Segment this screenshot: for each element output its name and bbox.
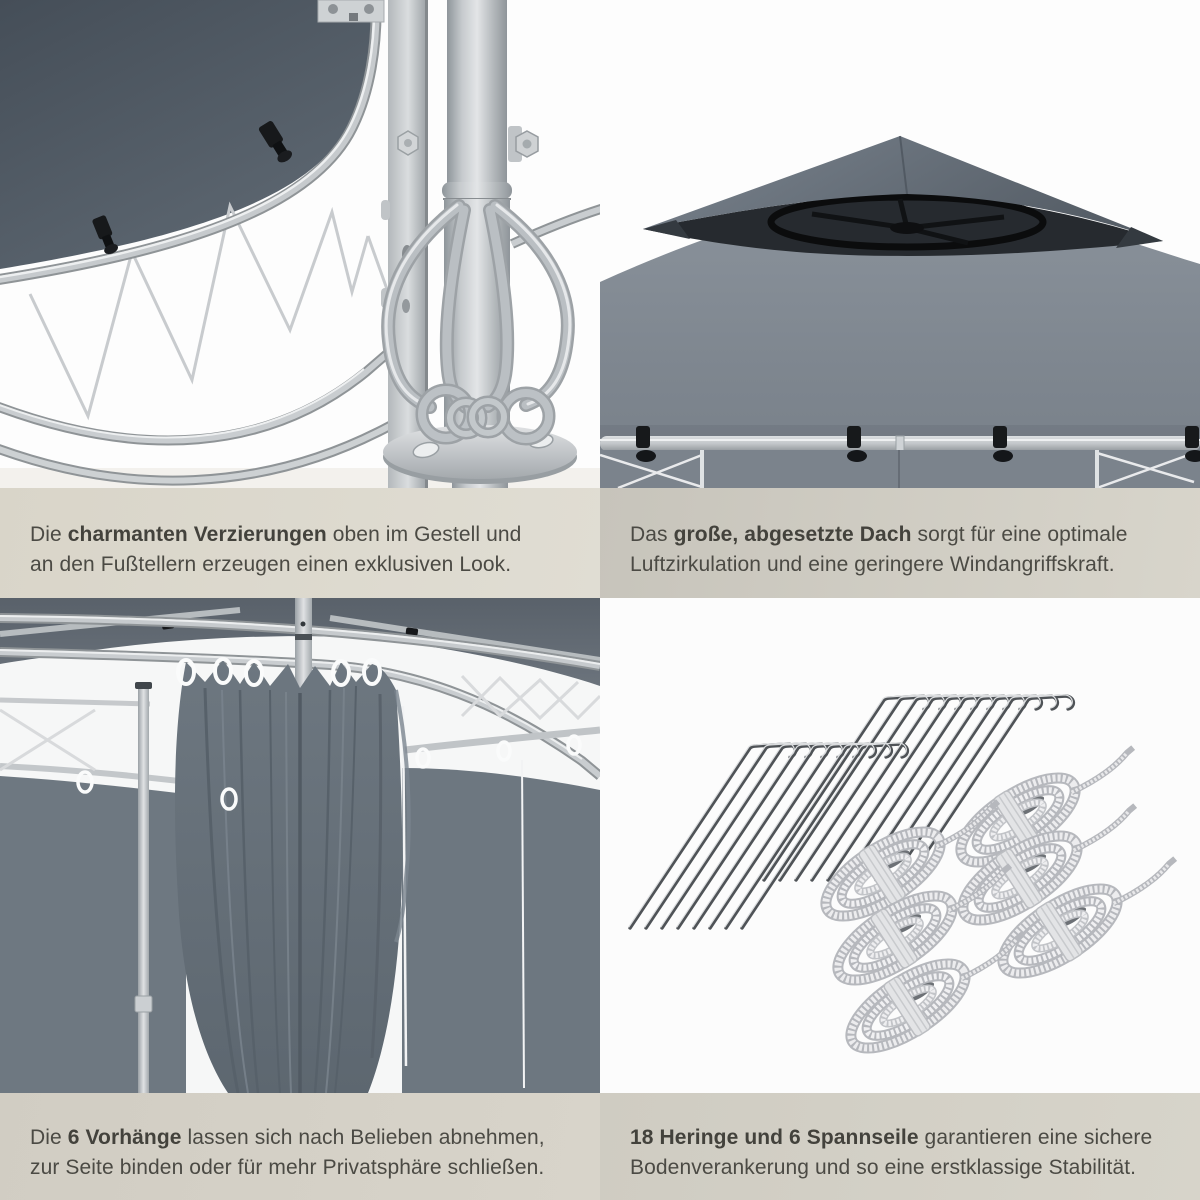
upper-rail (0, 613, 600, 671)
caption-segment: lassen sich nach Belieben abnehmen, (181, 1126, 545, 1149)
caption-roof: Das große, abgesetzte Dach sorgt für ein… (600, 488, 1200, 598)
caption-frame-ornament: Die charmanten Verzierungen oben im Gest… (0, 488, 600, 598)
cap-ridge (899, 135, 908, 195)
caption-bold-segment: 6 Vorhänge (67, 1126, 182, 1149)
side-walls (600, 450, 1200, 488)
vent-cap-roof (643, 136, 1163, 241)
left-wall-panel (0, 776, 186, 1093)
caption-segment: an den Fußtellern erzeugen einen exklusi… (30, 553, 512, 576)
wall-truss-wires (600, 451, 1195, 488)
caption-bold-segment: charmanten Verzierungen (67, 523, 327, 546)
left-pole (134, 682, 153, 1093)
caption-segment: zur Seite binden oder für mehr Privatsph… (30, 1156, 545, 1179)
caption-segment: Die (30, 1126, 68, 1149)
caption-line: Bodenverankerung und so eine erstklassig… (630, 1153, 1200, 1183)
pegs-ropes-illustration (600, 598, 1200, 1093)
photo-roof (600, 0, 1200, 488)
photo-curtains (0, 598, 600, 1093)
ornament-straps (381, 199, 575, 446)
right-wall-panel (402, 768, 600, 1093)
photo-pegs-ropes (600, 598, 1200, 1093)
ornament-illustration (0, 0, 600, 488)
hanging-cord (521, 759, 525, 1089)
curtain-rings (76, 657, 582, 811)
caption-pegs-ropes: 18 Heringe und 6 Spannseile garantieren … (600, 1093, 1200, 1200)
caption-segment: Das (630, 523, 674, 546)
caption-bold-segment: große, abgesetzte Dach (673, 523, 912, 546)
canopy-fabric (0, 0, 373, 269)
photo-frame-ornament (0, 0, 600, 488)
fabric-clip-icon (258, 121, 293, 163)
curtain-bundle (174, 660, 411, 1093)
curtain-rail (0, 647, 600, 780)
caption-line: Luftzirkulation und eine geringere Winda… (630, 550, 1200, 580)
caption-line: zur Seite binden oder für mehr Privatsph… (30, 1153, 600, 1183)
caption-line: Die charmanten Verzierungen oben im Gest… (30, 520, 600, 550)
fabric-clip-icon (92, 215, 118, 254)
curtains-illustration (0, 598, 600, 1093)
fabric-clip-icon (405, 627, 419, 636)
rail-clips (636, 426, 1200, 462)
cap-corner-fold (1116, 227, 1163, 248)
caption-segment: Bodenverankerung und so eine erstklassig… (630, 1156, 1137, 1179)
strap-curls (415, 383, 556, 446)
caption-segment: sorgt für eine optimale (911, 523, 1128, 546)
truss-wires (0, 674, 600, 772)
main-canopy-dome (600, 196, 1200, 488)
top-bracket (317, 0, 385, 23)
caption-segment: Die (30, 523, 68, 546)
caption-bold-segment: 18 Heringe und 6 Spannseile (630, 1126, 919, 1149)
far-curtain-rail (404, 726, 600, 754)
caption-curtains: Die 6 Vorhänge lassen sich nach Belieben… (0, 1093, 600, 1200)
roof-illustration (600, 0, 1200, 488)
canopy-edge-rail (0, 0, 382, 285)
caption-segment: oben im Gestell und (326, 523, 522, 546)
caption-segment: Luftzirkulation und eine geringere Winda… (630, 553, 1115, 576)
caption-line: an den Fußtellern erzeugen einen exklusi… (30, 550, 600, 580)
caption-line: 18 Heringe und 6 Spannseile garantieren … (630, 1123, 1200, 1153)
caption-segment: garantieren eine sichere (918, 1126, 1153, 1149)
curtain-highlights (221, 687, 411, 1093)
curtain-creases (203, 685, 383, 1093)
caption-line: Das große, abgesetzte Dach sorgt für ein… (630, 520, 1200, 550)
caption-line: Die 6 Vorhänge lassen sich nach Belieben… (30, 1123, 600, 1153)
cap-corner-fold (643, 220, 690, 239)
vent-ring (767, 193, 1047, 251)
